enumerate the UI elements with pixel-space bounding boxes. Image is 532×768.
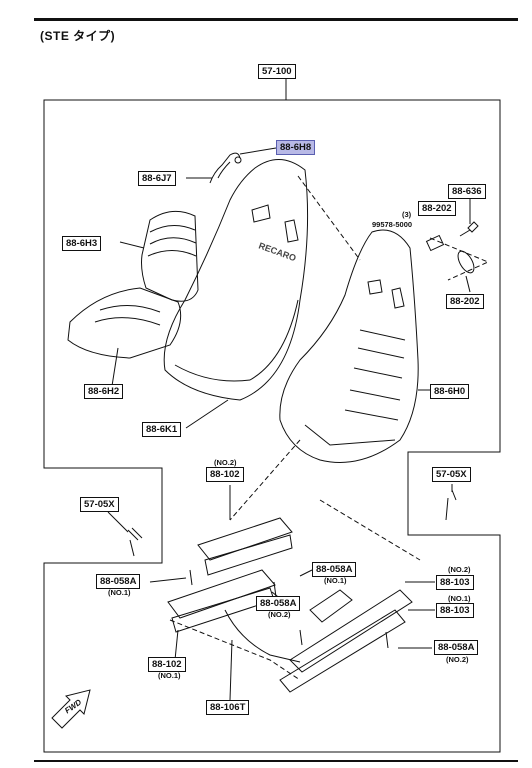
fwd-arrow: [51, 689, 91, 729]
label-88-102-no2[interactable]: 88-102: [206, 467, 244, 482]
label-88-6j7[interactable]: 88-6J7: [138, 171, 176, 186]
label-88-6h3[interactable]: 88-6H3: [62, 236, 102, 251]
label-57-100[interactable]: 57-100: [258, 64, 296, 79]
label-57-05x-right[interactable]: 57-05X: [432, 467, 471, 482]
label-88-058a-no1-left[interactable]: 88-058A: [96, 574, 141, 589]
label-88-202-upper[interactable]: 88-202: [418, 201, 456, 216]
note-no1-c: (NO.1): [448, 594, 471, 603]
hardware-right-drawing: [425, 221, 479, 274]
label-88-202-lower[interactable]: 88-202: [446, 294, 484, 309]
label-88-058a-no2-mid[interactable]: 88-058A: [256, 596, 301, 611]
note-no2-a: (NO.2): [214, 458, 237, 467]
rail-no2-left-drawing: [197, 517, 293, 576]
label-88-103-no2[interactable]: 88-103: [436, 575, 474, 590]
cushion-drawing: [67, 287, 182, 359]
label-88-6h2[interactable]: 88-6H2: [84, 384, 124, 399]
headrest-wire-drawing: [209, 152, 242, 184]
label-88-6h0[interactable]: 88-6H0: [430, 384, 470, 399]
seat-cover-drawing: RECARO: [163, 159, 309, 401]
seat-shell-drawing: [279, 229, 419, 463]
label-88-636[interactable]: 88-636: [448, 184, 486, 199]
label-88-103-no1[interactable]: 88-103: [436, 603, 474, 618]
note-no1-b: (NO.1): [324, 576, 347, 585]
bar-drawing: [224, 609, 301, 663]
label-88-6h8[interactable]: 88-6H8: [276, 140, 316, 155]
note-no2-b: (NO.2): [268, 610, 291, 619]
assembly-outline: [43, 99, 501, 753]
label-88-058a-no1-mid[interactable]: 88-058A: [312, 562, 357, 577]
label-88-6k1[interactable]: 88-6K1: [142, 422, 182, 437]
diagram-subtitle: (STE タイプ): [40, 29, 116, 43]
rail-right-drawing: [279, 589, 413, 693]
note-qty3: (3): [402, 210, 412, 219]
svg-text:RECARO: RECARO: [257, 240, 297, 263]
label-57-05x-left[interactable]: 57-05X: [80, 497, 119, 512]
bottom-rule: [34, 760, 518, 762]
top-rule: [34, 18, 518, 21]
label-88-102-no1[interactable]: 88-102: [148, 657, 186, 672]
label-88-058a-no2-right[interactable]: 88-058A: [434, 640, 479, 655]
back-pad-drawing: [141, 210, 199, 302]
note-no2-c: (NO.2): [448, 565, 471, 574]
bolts-drawing: [127, 489, 457, 649]
label-88-106t[interactable]: 88-106T: [206, 700, 250, 715]
note-no1-d: (NO.1): [158, 671, 181, 680]
label-99578-5000[interactable]: 99578-5000: [372, 220, 413, 229]
note-no1-a: (NO.1): [108, 588, 131, 597]
note-no2-d: (NO.2): [446, 655, 469, 664]
